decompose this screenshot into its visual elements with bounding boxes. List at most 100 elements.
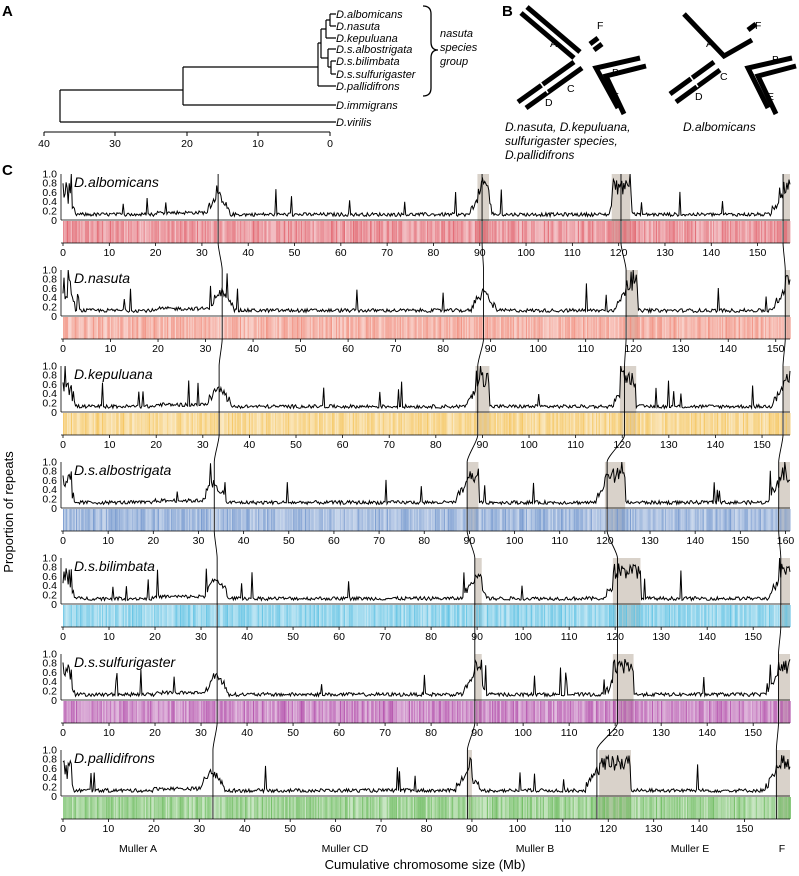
bar-stripe — [785, 797, 787, 819]
bar-stripe — [749, 413, 751, 435]
bar-stripe — [440, 413, 442, 435]
bar-stripe — [733, 413, 735, 435]
bar-stripe — [711, 509, 713, 531]
bar-stripe — [116, 317, 118, 339]
bar-stripe — [443, 797, 446, 819]
bar-stripe — [749, 317, 751, 339]
bar-stripe — [186, 701, 188, 723]
bar-stripe — [81, 413, 83, 435]
bar-stripe — [284, 221, 286, 243]
bar-stripe — [560, 413, 563, 435]
bar-stripe — [785, 221, 787, 243]
bar-stripe — [286, 605, 288, 627]
bar-stripe — [683, 317, 685, 339]
bar-stripe — [108, 605, 110, 627]
bar-stripe — [393, 797, 395, 819]
bar-stripe — [163, 701, 165, 723]
y-tick-label: 0 — [51, 311, 57, 323]
bar-stripe — [694, 605, 696, 627]
bar-stripe — [248, 605, 251, 627]
bar-stripe — [74, 797, 76, 819]
bar-stripe — [481, 605, 483, 627]
bar-stripe — [384, 797, 386, 819]
bar-stripe — [360, 221, 362, 243]
bar-stripe — [518, 509, 520, 531]
bar-stripe — [164, 605, 166, 627]
bar-stripe — [115, 605, 117, 627]
bar-stripe — [254, 605, 256, 627]
bar-stripe — [733, 701, 735, 723]
bar-stripe — [671, 221, 673, 243]
bar-stripe — [378, 701, 381, 723]
bar-stripe — [489, 221, 491, 243]
bar-stripe — [579, 317, 581, 339]
bar-stripe — [646, 605, 648, 627]
repeat-density-bar — [63, 221, 791, 243]
bar-stripe — [720, 605, 722, 627]
bar-stripe — [716, 701, 719, 723]
bar-stripe — [403, 221, 405, 243]
bar-stripe — [469, 413, 472, 435]
bar-stripe — [568, 413, 570, 435]
bar-stripe — [779, 221, 781, 243]
bar-stripe — [277, 701, 279, 723]
bar-stripe — [174, 797, 176, 819]
bar-stripe — [393, 317, 395, 339]
bar-stripe — [570, 797, 572, 819]
bar-stripe — [787, 509, 789, 531]
bar-stripe — [155, 797, 157, 819]
bar-stripe — [612, 701, 615, 723]
bar-stripe — [748, 317, 750, 339]
bar-stripe — [520, 605, 522, 627]
bar-stripe — [407, 413, 409, 435]
bar-stripe — [576, 797, 578, 819]
bar-stripe — [168, 605, 170, 627]
bar-stripe — [593, 413, 595, 435]
bar-stripe — [512, 509, 514, 531]
bar-stripe — [290, 317, 292, 339]
bar-stripe — [312, 701, 314, 723]
bar-stripe — [373, 317, 375, 339]
bar-stripe — [534, 605, 537, 627]
bar-stripe — [563, 509, 565, 531]
bar-stripe — [224, 605, 226, 627]
bar-stripe — [739, 701, 741, 723]
bar-stripe — [633, 701, 635, 723]
bar-stripe — [762, 317, 764, 339]
bar-stripe — [78, 701, 80, 723]
bar-stripe — [306, 701, 308, 723]
y-axis-label: Proportion of repeats — [1, 451, 16, 573]
bar-stripe — [536, 221, 538, 243]
bar-stripe — [450, 317, 452, 339]
bar-stripe — [298, 605, 300, 627]
bar-stripe — [685, 605, 687, 627]
bar-stripe — [424, 509, 426, 531]
bar-stripe — [78, 797, 80, 819]
bar-stripe — [243, 221, 245, 243]
bar-stripe — [169, 701, 171, 723]
bar-stripe — [406, 797, 408, 819]
bar-stripe — [268, 509, 270, 531]
bar-stripe — [544, 221, 546, 243]
bar-stripe — [571, 605, 573, 627]
bar-stripe — [367, 797, 369, 819]
bar-stripe — [307, 317, 309, 339]
bar-stripe — [154, 797, 156, 819]
bar-stripe — [636, 413, 638, 435]
bar-stripe — [242, 797, 244, 819]
bar-stripe — [89, 797, 91, 819]
bar-stripe — [763, 317, 765, 339]
bar-stripe — [278, 509, 280, 531]
bar-stripe — [645, 413, 647, 435]
bar-stripe — [389, 509, 391, 531]
bar-stripe — [412, 413, 414, 435]
x-tick-label: 140 — [707, 439, 725, 451]
bar-stripe — [534, 797, 537, 819]
bar-stripe — [726, 413, 728, 435]
bar-stripe — [529, 701, 531, 723]
bar-stripe — [512, 701, 514, 723]
bar-stripe — [224, 797, 226, 819]
bar-stripe — [775, 413, 777, 435]
bar-stripe — [484, 701, 486, 723]
bar-stripe — [440, 317, 442, 339]
